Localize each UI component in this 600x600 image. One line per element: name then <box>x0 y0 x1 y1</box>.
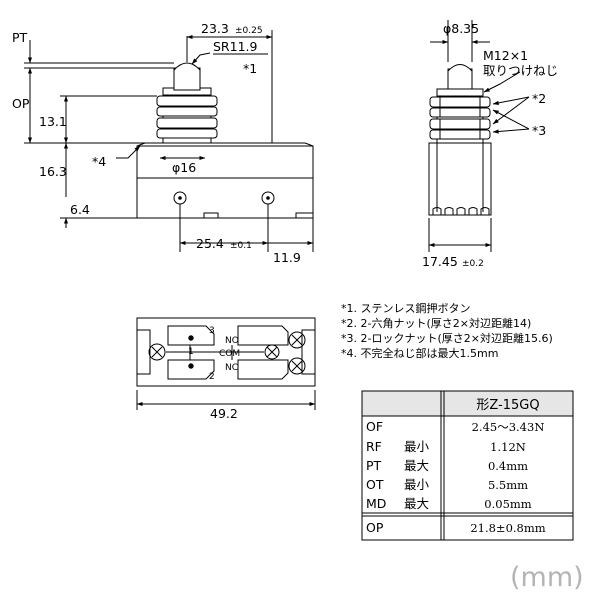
bottom-view-labels: 3 NO COM NC 2 1 49.2 <box>188 326 240 421</box>
side-view-labels: PT OP 23.3 ±0.25 SR11.9 *1 13.1 *4 16.3 … <box>12 21 301 265</box>
spec-rf-qual: 最小 <box>404 439 430 454</box>
side-view <box>24 30 314 252</box>
terminal-1: 1 <box>188 347 194 357</box>
terminal-no: NO <box>225 336 239 346</box>
dim-16-3: 16.3 <box>39 164 67 179</box>
unit-label: (mm) <box>510 562 584 593</box>
end-view <box>428 20 530 252</box>
tol-25-4: ±0.1 <box>230 241 252 251</box>
note-1: *1. ステンレス鋼押ボタン <box>341 301 471 315</box>
op-label: OP <box>12 96 30 111</box>
spec-ot-qual: 最小 <box>404 477 430 492</box>
terminal-com: COM <box>219 349 240 359</box>
model-name: 形Z-15GQ <box>476 398 539 413</box>
note-ref-1: *1 <box>243 61 257 76</box>
tol-23-3: ±0.25 <box>235 26 263 36</box>
spec-pt-qual: 最大 <box>404 458 429 473</box>
spec-ot-value: 5.5mm <box>488 478 528 492</box>
spec-of-value: 2.45～3.43N <box>472 420 545 434</box>
spec-op-value: 21.8±0.8mm <box>470 521 545 535</box>
note-2: *2. 2-六角ナット(厚さ2×対辺距離14) <box>341 316 531 330</box>
screw-right <box>288 331 306 349</box>
end-view-labels: φ8.35 M12×1 取りつけねじ *2 *3 17.45 ±0.2 <box>422 21 558 269</box>
spec-ot-key: OT <box>366 477 384 492</box>
note-ref-4: *4 <box>92 154 106 169</box>
dim-13-1: 13.1 <box>39 114 67 129</box>
spec-md-qual: 最大 <box>404 496 429 511</box>
spec-op-key: OP <box>366 520 384 535</box>
tol-17-45: ±0.2 <box>462 259 484 269</box>
spec-rf-value: 1.12N <box>490 440 526 454</box>
note-ref-3: *3 <box>532 123 546 138</box>
spec-table: 形Z-15GQ OF 2.45～3.43N RF 最小 1.12N PT 最大 … <box>361 390 574 541</box>
spec-pt-value: 0.4mm <box>488 459 528 473</box>
note-3: *3. 2-ロックナット(厚さ2×対辺距離15.6) <box>341 331 553 345</box>
spec-md-key: MD <box>366 496 386 511</box>
spec-pt-key: PT <box>366 458 382 473</box>
dim-17-45: 17.45 <box>422 254 458 269</box>
spec-of-key: OF <box>366 419 383 434</box>
hex-nut <box>156 95 218 107</box>
dim-6-4: 6.4 <box>70 202 90 217</box>
spec-rf-key: RF <box>366 439 382 454</box>
dim-49-2: 49.2 <box>210 406 238 421</box>
notes: *1. ステンレス鋼押ボタン *2. 2-六角ナット(厚さ2×対辺距離14) *… <box>341 301 553 360</box>
note-4: *4. 不完全ねじ部は最大1.5mm <box>341 346 498 360</box>
terminal-nc: NC <box>225 363 238 373</box>
dim-23-3: 23.3 <box>201 21 229 36</box>
pt-label: PT <box>12 30 28 45</box>
lock-nut <box>156 117 218 129</box>
sphere-radius: SR11.9 <box>213 39 257 54</box>
terminal-2: 2 <box>209 372 215 382</box>
thread-note: 取りつけねじ <box>483 63 558 78</box>
thread-size: M12×1 <box>483 48 528 63</box>
switch-body <box>136 145 314 219</box>
plunger <box>173 67 201 91</box>
diameter-16: φ16 <box>172 160 196 175</box>
note-ref-2: *2 <box>532 91 546 106</box>
dim-11-9: 11.9 <box>273 250 301 265</box>
end-body <box>428 142 492 216</box>
dim-25-4: 25.4 <box>196 236 224 251</box>
terminal-3: 3 <box>209 326 215 336</box>
spec-md-value: 0.05mm <box>484 497 532 511</box>
diameter-8-35: φ8.35 <box>443 21 479 36</box>
screw-left <box>148 343 166 361</box>
bottom-view <box>136 317 316 410</box>
